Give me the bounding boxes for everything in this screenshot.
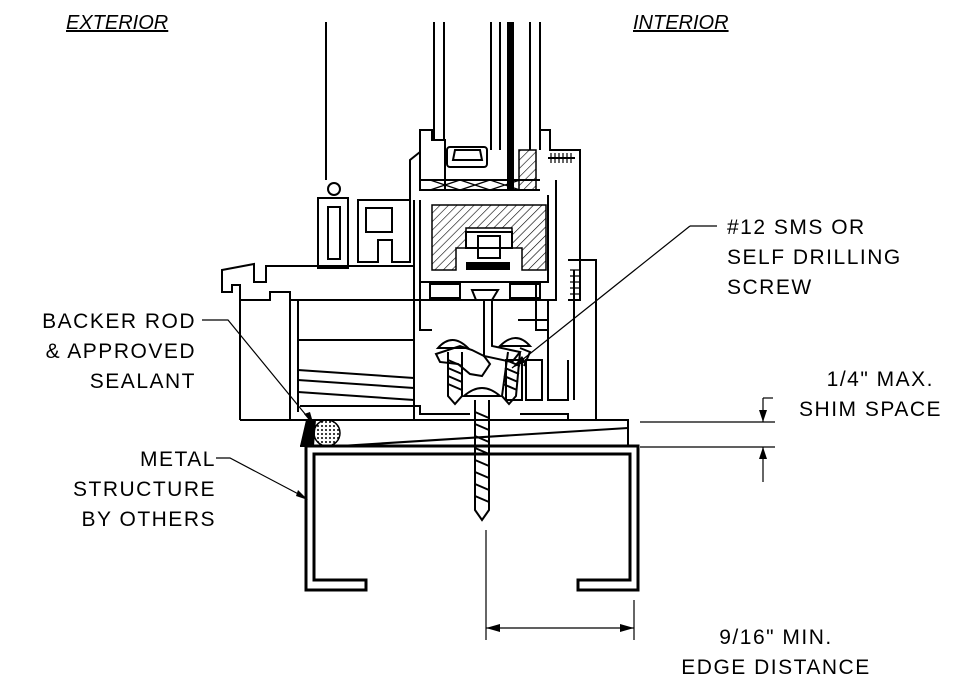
backer-rod-callout-line-2: & APPROVED	[46, 340, 196, 363]
edge-distance-callout: 9/16" MIN. EDGE DISTANCE	[681, 626, 870, 679]
metal-structure	[304, 444, 640, 592]
sill-frame	[221, 182, 628, 421]
screw-callout-line-3: SCREW	[727, 276, 813, 299]
backer-rod	[300, 419, 341, 447]
metal-structure-callout-line-2: STRUCTURE	[73, 478, 216, 501]
backer-rod-callout-line-3: SEALANT	[90, 370, 196, 393]
anchor-clip	[434, 289, 532, 378]
fastener-screws	[435, 337, 533, 522]
upper-frame-lines	[325, 22, 541, 190]
glazing-assembly	[409, 129, 581, 301]
shim	[300, 419, 629, 447]
thermal-break	[413, 180, 557, 301]
shim-dimension	[640, 397, 775, 482]
screw-callout-line-1: #12 SMS OR	[727, 216, 866, 239]
interior-label: INTERIOR	[633, 12, 729, 34]
metal-structure-callout-line-3: BY OTHERS	[82, 508, 216, 531]
edge-distance-callout-line-2: EDGE DISTANCE	[681, 656, 870, 679]
backer-rod-callout: BACKER ROD & APPROVED SEALANT	[42, 310, 196, 393]
backer-rod-callout-line-1: BACKER ROD	[42, 310, 196, 333]
leader-lines	[202, 225, 717, 500]
screw-callout: #12 SMS OR SELF DRILLING SCREW	[727, 216, 902, 299]
shim-callout-line-1: 1/4" MAX.	[827, 368, 934, 391]
shim-callout: 1/4" MAX. SHIM SPACE	[799, 368, 942, 421]
screw-callout-line-2: SELF DRILLING	[727, 246, 902, 269]
metal-structure-callout: METAL STRUCTURE BY OTHERS	[73, 448, 216, 531]
edge-distance-dimension	[485, 530, 635, 640]
edge-distance-callout-line-1: 9/16" MIN.	[719, 626, 833, 649]
metal-structure-callout-line-1: METAL	[140, 448, 216, 471]
exterior-label: EXTERIOR	[66, 12, 168, 34]
shim-callout-line-2: SHIM SPACE	[799, 398, 942, 421]
